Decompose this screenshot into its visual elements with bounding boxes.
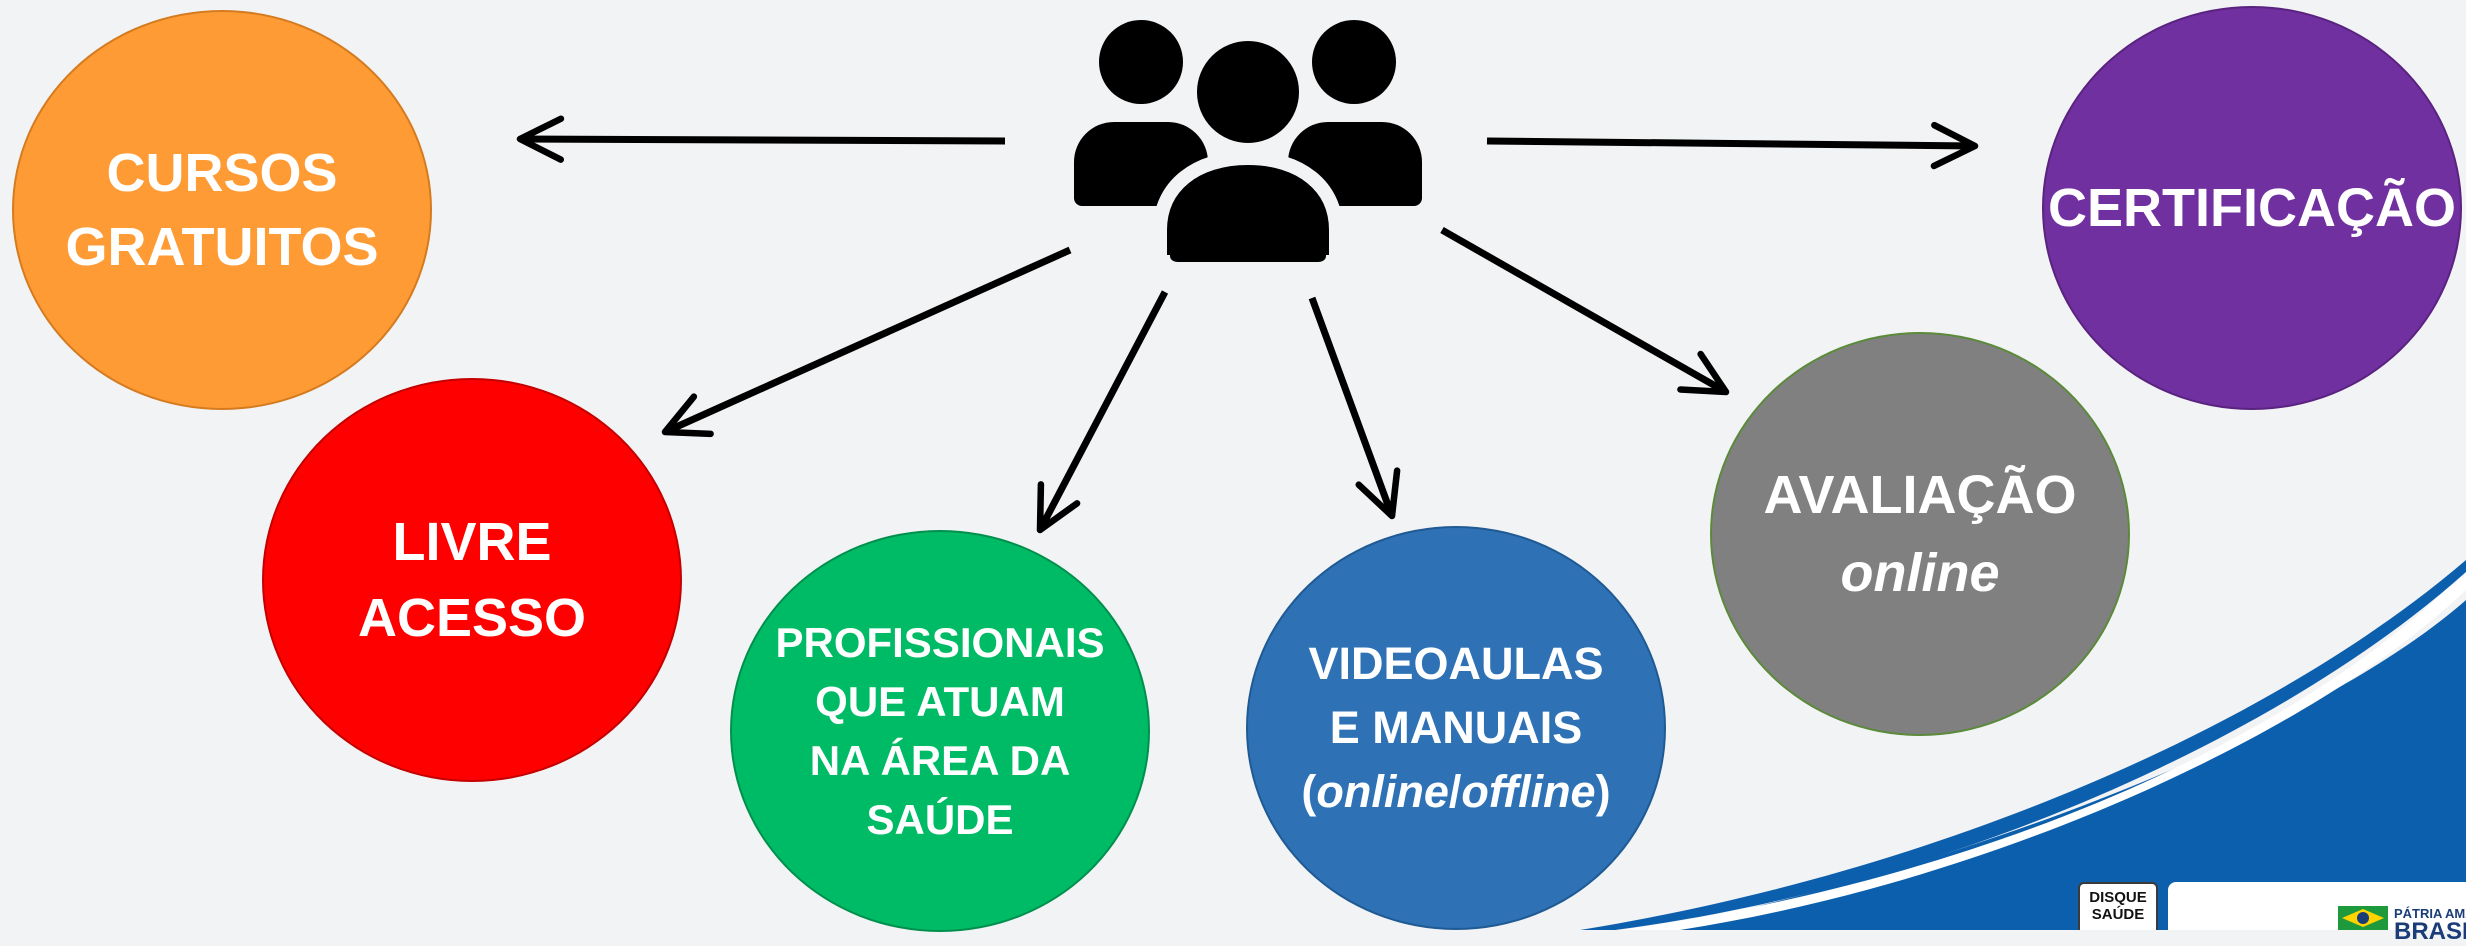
decorative-swoosh	[1580, 560, 2466, 930]
node-aval-line2: online	[1840, 543, 2000, 603]
node-profissionais: PROFISSIONAIS QUE ATUAM NA ÁREA DA SAÚDE	[730, 530, 1150, 932]
disque-saude-logo: DISQUE SAÚDE	[2078, 882, 2158, 930]
arrow-to-videoaulas	[1308, 296, 1401, 520]
node-prof-line2: QUE ATUAM	[815, 678, 1065, 725]
footer-logos: DISQUE SAÚDE PÁTRIA AMADA BRASIL	[2078, 882, 2466, 945]
node-video-slash: /	[1448, 766, 1462, 817]
node-video-online: online	[1316, 766, 1449, 817]
arrow-to-cursos	[516, 115, 1006, 163]
node-aval-line1: AVALIAÇÃO	[1763, 465, 2077, 525]
node-prof-line1: PROFISSIONAIS	[775, 619, 1105, 666]
arrow-to-avaliacao	[1440, 226, 1730, 396]
node-cursos-gratuitos: CURSOS GRATUITOS	[12, 10, 432, 410]
arrow-to-livre	[661, 246, 1072, 438]
node-certificacao: CERTIFICAÇÃO	[2042, 6, 2462, 410]
node-avaliacao: AVALIAÇÃO online	[1710, 332, 2130, 736]
node-video-paren-open: (	[1301, 766, 1317, 817]
disque-line2: SAÚDE	[2091, 906, 2145, 923]
node-video-line2: E MANUAIS	[1329, 702, 1583, 753]
node-video-offline: offline	[1461, 766, 1596, 817]
node-videoaulas: VIDEOAULAS E MANUAIS (online/offline)	[1246, 526, 1666, 930]
node-prof-line3: NA ÁREA DA	[809, 737, 1071, 784]
node-livre-line2: ACESSO	[357, 588, 587, 648]
node-video-line3: (online/offline)	[1301, 760, 1610, 824]
node-cursos-line2: GRATUITOS	[65, 217, 379, 277]
brazil-flag-icon	[2338, 906, 2388, 930]
arrow-to-certificacao	[1486, 121, 1979, 170]
arrow-to-profissionais	[1036, 290, 1169, 534]
group-of-people-icon	[1074, 20, 1422, 269]
node-video-paren-close: )	[1595, 766, 1611, 817]
patria-amada-text: PÁTRIA AMADA	[2394, 906, 2466, 921]
node-prof-line4: SAÚDE	[866, 796, 1014, 843]
node-video-line1: VIDEOAULAS	[1308, 638, 1604, 689]
node-cert-line1: CERTIFICAÇÃO	[2048, 178, 2456, 238]
disque-line1: DISQUE	[2089, 889, 2147, 906]
node-livre-acesso: LIVRE ACESSO	[262, 378, 682, 782]
brasil-text: BRASIL	[2394, 918, 2466, 945]
node-livre-line1: LIVRE	[392, 512, 552, 572]
node-cursos-line1: CURSOS	[106, 143, 338, 203]
government-logo: PÁTRIA AMADA BRASIL	[2168, 882, 2466, 945]
